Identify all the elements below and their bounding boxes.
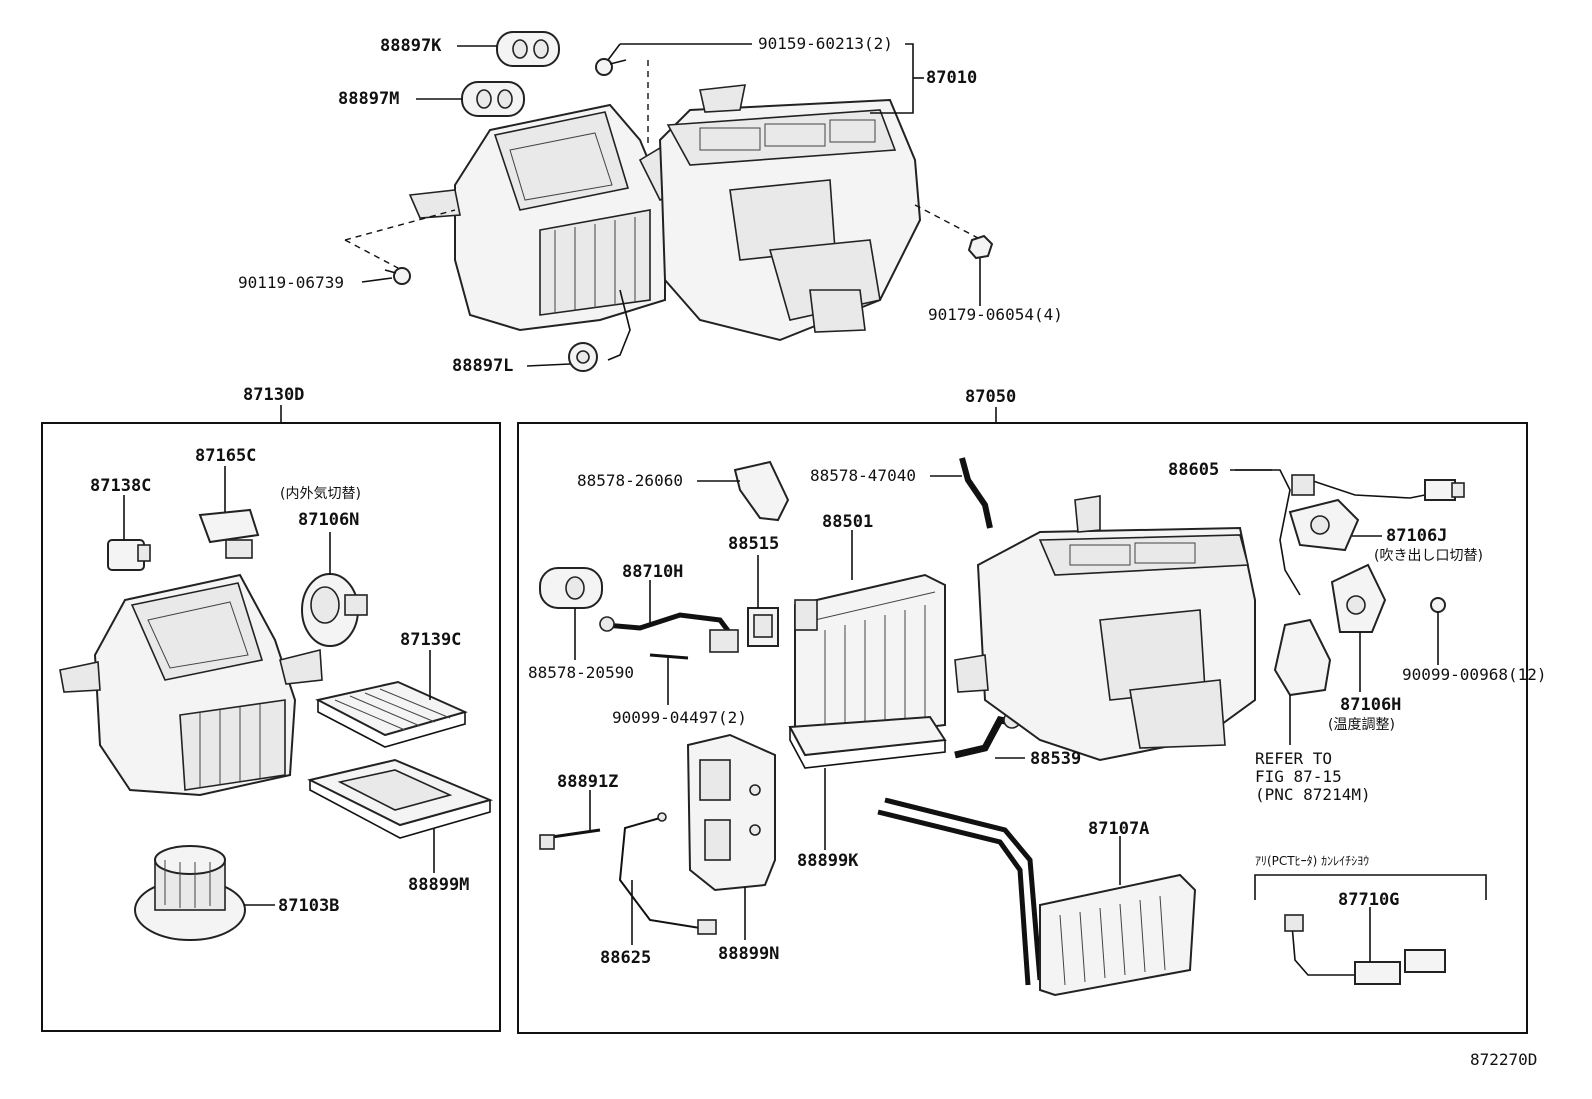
- filter-cover-88899m-icon: [307, 758, 494, 839]
- label-87103b: 87103B: [278, 896, 339, 916]
- blower-case-icon: [59, 573, 323, 797]
- dash-leader: [344, 209, 456, 241]
- servo-ref-87214m-icon: [1273, 618, 1332, 697]
- note-intake-switch: (内外気切替): [280, 486, 361, 502]
- label-88897k: 88897K: [380, 36, 442, 56]
- label-90099-00968: 90099-00968(12): [1402, 665, 1547, 684]
- servo-87106h-icon: [1330, 563, 1387, 633]
- label-88539: 88539: [1030, 749, 1081, 769]
- label-87165c: 87165C: [195, 446, 256, 466]
- left-box-title: 87130D: [243, 385, 304, 405]
- blower-motor-87103b-icon: [134, 845, 246, 941]
- ptc-bracket: [1254, 874, 1487, 900]
- label-88899k: 88899K: [797, 851, 859, 871]
- clip-88578-26060-icon: [733, 460, 790, 522]
- note-ptc-heater: ｱﾘ(PCTﾋｰﾀ) ｶﾝﾚｲﾁｼﾖｳ: [1255, 854, 1369, 868]
- right-box-title: 87050: [965, 387, 1016, 407]
- screw-90099-00968-icon: [1430, 597, 1446, 622]
- resistor-87165c-icon: [198, 508, 260, 559]
- refer-line-3: (PNC 87214M): [1255, 785, 1371, 804]
- label-87106j: 87106J: [1386, 526, 1447, 546]
- right-box-frame: [517, 422, 1528, 1034]
- label-87139c: 87139C: [400, 630, 461, 650]
- label-90179: 90179-06054(4): [928, 305, 1063, 324]
- servo-87106j-icon: [1288, 498, 1360, 552]
- valve-88515-icon: [747, 607, 779, 647]
- screw-90119-icon: [384, 267, 411, 285]
- switch-87138c-icon: [107, 539, 151, 571]
- label-88897m: 88897M: [338, 89, 399, 109]
- servo-87106n-icon: [301, 573, 368, 647]
- grommet-88897l-icon: [568, 342, 598, 372]
- label-88899n: 88899N: [718, 944, 779, 964]
- label-88710h: 88710H: [622, 562, 683, 582]
- seal-88578-20590-icon: [539, 567, 603, 609]
- heater-core-87107a-icon: [877, 797, 1197, 997]
- label-88891z: 88891Z: [557, 772, 618, 792]
- leader-line: [526, 363, 571, 367]
- label-88515: 88515: [728, 534, 779, 554]
- refer-line-1: REFER TO: [1255, 749, 1332, 768]
- label-88578-47040: 88578-47040: [810, 466, 916, 485]
- harness-88625-icon: [618, 812, 717, 935]
- label-87106n: 87106N: [298, 510, 359, 530]
- blower-housing-icon: [408, 103, 681, 332]
- filter-87139c-icon: [315, 680, 468, 748]
- refer-line-2: FIG 87-15: [1255, 767, 1342, 786]
- label-88605: 88605: [1168, 460, 1219, 480]
- damper-case-88899n-icon: [686, 733, 776, 892]
- leader-line: [607, 43, 621, 61]
- label-88501: 88501: [822, 512, 873, 532]
- right-box: 87050: [517, 387, 1547, 1034]
- diagram-code: 872270D: [1470, 1050, 1537, 1069]
- note-outlet-switch: (吹き出し口切替): [1374, 548, 1483, 564]
- label-87010: 87010: [926, 68, 977, 88]
- dash-leader: [344, 239, 399, 269]
- harness-88605-icon: [1235, 469, 1465, 596]
- dash-leader: [914, 204, 979, 239]
- hvac-unit-icon: [607, 84, 922, 361]
- hvac-case-icon: [954, 495, 1256, 762]
- sensor-88891z-icon: [539, 828, 601, 850]
- label-87710g: 87710G: [1338, 890, 1399, 910]
- label-87106h: 87106H: [1340, 695, 1401, 715]
- ptc-heater-87710g-icon: [1284, 914, 1446, 985]
- label-88897l: 88897L: [452, 356, 513, 376]
- left-box-frame: [41, 422, 501, 1032]
- label-88578-20590: 88578-20590: [528, 663, 634, 682]
- grommet-88897k-icon: [496, 31, 560, 67]
- hose-88578-47040-icon: [959, 457, 993, 529]
- grommet-88897m-icon: [461, 81, 525, 117]
- label-87138c: 87138C: [90, 476, 151, 496]
- tray-88899k-icon: [788, 715, 947, 769]
- screw-90159-icon: [595, 58, 627, 76]
- note-temp-control: (温度調整): [1328, 717, 1395, 733]
- evaporator-88501-icon: [794, 573, 946, 742]
- nut-90179-icon: [967, 234, 994, 260]
- label-88578-26060: 88578-26060: [577, 471, 683, 490]
- valve-88710h-icon: [599, 612, 739, 660]
- left-box: 87130D: [41, 385, 501, 1032]
- label-88625: 88625: [600, 948, 651, 968]
- label-87107a: 87107A: [1088, 819, 1149, 839]
- leader-line: [361, 277, 393, 283]
- label-88899m: 88899M: [408, 875, 469, 895]
- label-90159: 90159-60213(2): [758, 34, 893, 53]
- top-assembly: 88897K 88897M 90159-60213(2) 87010 90119…: [238, 31, 1063, 376]
- label-90099-04497: 90099-04497(2): [612, 708, 747, 727]
- label-90119: 90119-06739: [238, 273, 344, 292]
